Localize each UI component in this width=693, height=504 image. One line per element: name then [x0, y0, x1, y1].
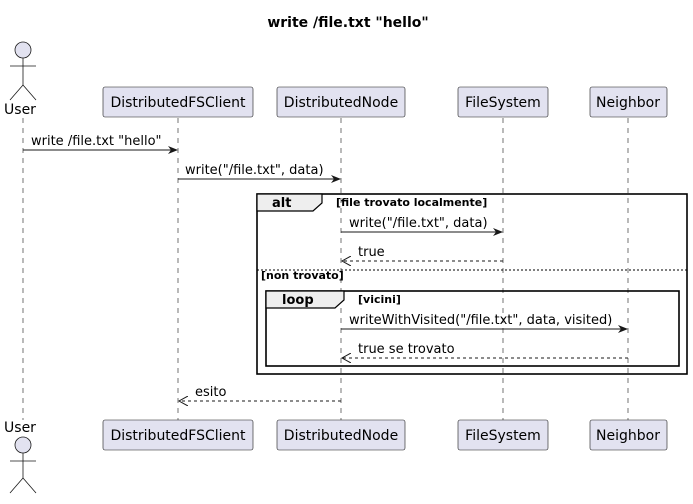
alt-frame — [256, 193, 688, 375]
message-1: write /file.txt "hello" — [23, 134, 178, 154]
participant-distributednode-top: DistributedNode — [276, 86, 406, 118]
participant-label: DistributedNode — [284, 95, 398, 111]
message-label: write /file.txt "hello" — [31, 134, 162, 149]
loop-guard: [vicini] — [358, 293, 401, 306]
participant-label: Neighbor — [596, 428, 660, 444]
participant-distributedfsclient-bottom: DistributedFSClient — [102, 419, 254, 451]
alt-fragment: alt [file trovato localmente] [non trova… — [256, 193, 688, 375]
participant-label: Neighbor — [596, 95, 660, 111]
participant-filesystem-top: FileSystem — [457, 86, 549, 118]
message-4: true — [342, 245, 503, 261]
participant-label: DistributedFSClient — [110, 95, 246, 111]
alt-guard: [file trovato localmente] — [336, 196, 487, 209]
participant-label: User — [4, 420, 36, 436]
actor-leg-left — [9, 477, 24, 494]
actor-leg-left — [9, 84, 24, 101]
participant-label: DistributedFSClient — [110, 428, 246, 444]
loop-keyword: loop — [282, 293, 314, 308]
participant-label: FileSystem — [465, 428, 541, 444]
participant-label: FileSystem — [465, 95, 541, 111]
alt-tab — [256, 193, 323, 212]
participant-filesystem-bottom: FileSystem — [457, 419, 549, 451]
message-7: esito — [179, 385, 341, 401]
participant-box — [276, 86, 406, 118]
participant-neighbor-top: Neighbor — [589, 86, 668, 118]
alt-keyword: alt — [272, 196, 291, 211]
participant-box — [589, 86, 668, 118]
participant-label: User — [4, 102, 36, 118]
actor-head — [14, 41, 32, 59]
loop-tab — [265, 290, 345, 309]
message-label: writeWithVisited("/file.txt", data, visi… — [349, 313, 612, 328]
participant-distributedfsclient-top: DistributedFSClient — [102, 86, 254, 118]
participant-box — [276, 419, 406, 451]
participant-box — [589, 419, 668, 451]
diagram-title: write /file.txt "hello" — [267, 15, 428, 31]
loop-fragment: loop [vicini] — [265, 290, 680, 367]
participant-box — [457, 419, 549, 451]
participant-box — [102, 419, 254, 451]
alt-else-guard: [non trovato] — [261, 269, 344, 282]
actor-leg-right — [22, 84, 37, 101]
actor-user-top: User — [4, 41, 37, 118]
actor-leg-right — [22, 477, 37, 494]
loop-frame — [265, 290, 680, 367]
message-5: writeWithVisited("/file.txt", data, visi… — [341, 313, 628, 333]
actor-user-bottom: User — [4, 420, 37, 494]
message-label: true — [358, 245, 385, 260]
message-6: true se trovato — [342, 342, 628, 358]
message-label: true se trovato — [358, 342, 455, 357]
participant-box — [102, 86, 254, 118]
message-label: write("/file.txt", data) — [185, 163, 324, 178]
participant-label: DistributedNode — [284, 428, 398, 444]
participant-neighbor-bottom: Neighbor — [589, 419, 668, 451]
message-label: write("/file.txt", data) — [349, 216, 488, 231]
participant-distributednode-bottom: DistributedNode — [276, 419, 406, 451]
message-label: esito — [195, 385, 226, 400]
message-2: write("/file.txt", data) — [178, 163, 341, 183]
message-3: write("/file.txt", data) — [341, 216, 503, 236]
participant-box — [457, 86, 549, 118]
actor-head — [14, 436, 32, 454]
